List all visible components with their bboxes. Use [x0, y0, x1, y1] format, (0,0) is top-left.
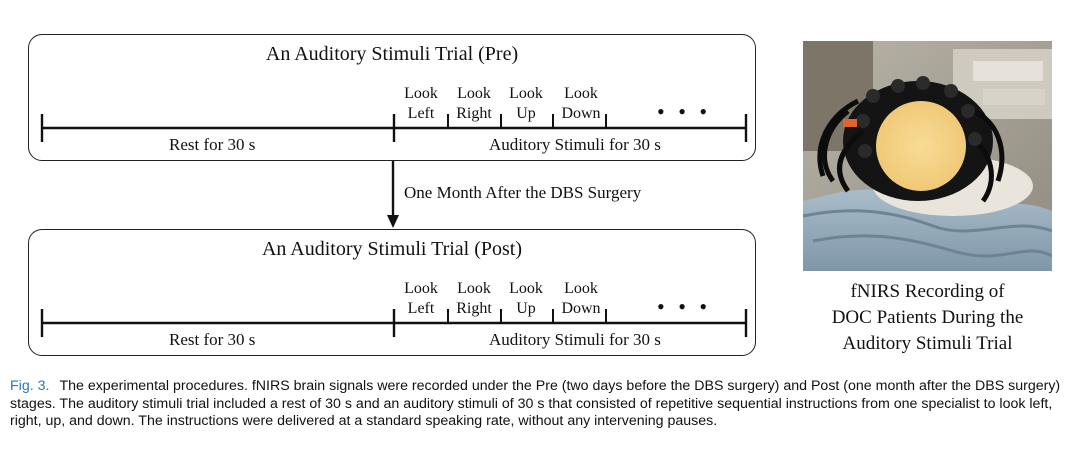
figure-caption-text: The experimental procedures. fNIRS brain… [10, 378, 1061, 429]
transition-arrow [387, 161, 399, 228]
post-panel-title: An Auditory Stimuli Trial (Post) [261, 238, 523, 260]
pre-ellipsis: • • • [657, 99, 712, 124]
face-blur-circle [876, 101, 966, 191]
pre-panel-title: An Auditory Stimuli Trial (Pre) [265, 43, 519, 65]
pre-rest-label: Rest for 30 s [169, 135, 256, 154]
figure-caption: Fig. 3.The experimental procedures. fNIR… [10, 378, 1074, 431]
figure-label: Fig. 3. [10, 378, 50, 394]
post-timeline [40, 309, 748, 337]
post-stimuli-label: Auditory Stimuli for 30 s [489, 330, 661, 349]
transition-label: One Month After the DBS Surgery [404, 183, 642, 202]
pre-timeline [40, 114, 748, 142]
photo-orange-connector [843, 119, 857, 127]
photo-caption-line: Auditory Stimuli Trial [842, 333, 1013, 354]
pre-stimuli-label: Auditory Stimuli for 30 s [489, 135, 661, 154]
post-ellipsis: • • • [657, 294, 712, 319]
photo-caption: fNIRS Recording of DOC Patients During t… [803, 279, 1052, 357]
photo-caption-line: DOC Patients During the [831, 307, 1024, 328]
post-rest-label: Rest for 30 s [169, 330, 256, 349]
photo-caption-line: fNIRS Recording of [850, 281, 1005, 302]
fnirs-recording-photo [803, 41, 1052, 271]
